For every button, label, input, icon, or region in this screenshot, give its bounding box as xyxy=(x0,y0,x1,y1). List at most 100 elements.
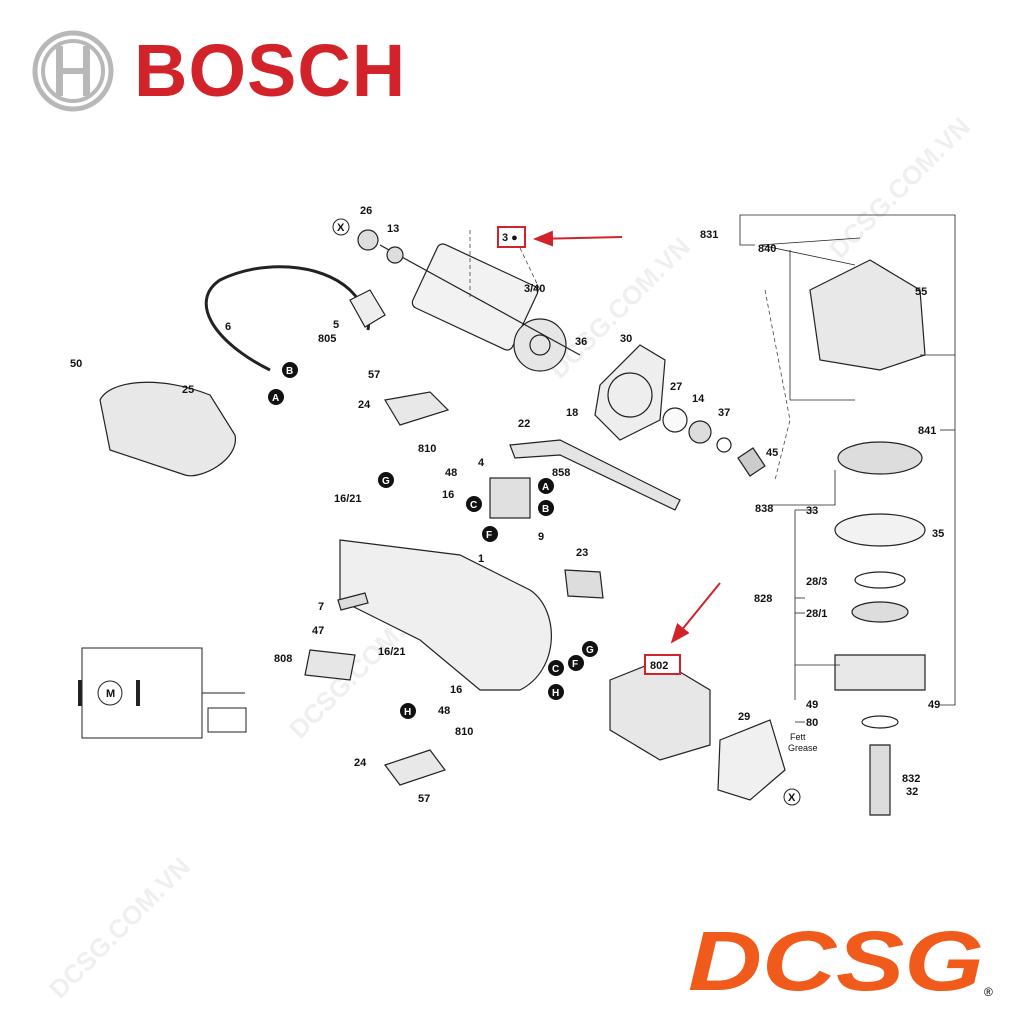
part-label: 35 xyxy=(932,528,944,540)
callout-802-label: 802 xyxy=(650,660,668,672)
dcsg-logo-mark: DCSG ® xyxy=(688,914,993,1008)
part-label: 828 xyxy=(754,593,772,605)
svg-text:A: A xyxy=(542,482,549,493)
part-label: 48 xyxy=(438,705,450,717)
switch-drawing xyxy=(489,477,531,519)
connector-f-coil: F xyxy=(568,655,584,671)
motor-housing-drawing xyxy=(339,539,552,691)
part-label: 48 xyxy=(445,467,457,479)
part-label: 47 xyxy=(312,625,324,637)
svg-text:F: F xyxy=(572,659,578,670)
part-label: 26 xyxy=(360,205,372,217)
svg-text:B: B xyxy=(542,504,549,515)
part-label: 33 xyxy=(806,505,818,517)
dcsg-letters-dc: DCSG xyxy=(688,922,984,1002)
connector-b-switch: B xyxy=(538,500,554,516)
motor-symbol: M xyxy=(106,688,115,700)
svg-text:X: X xyxy=(788,792,796,804)
part-label: 57 xyxy=(368,369,380,381)
bracket-7-drawing xyxy=(337,592,369,611)
washer-80-drawing xyxy=(861,715,899,729)
part-label: 805 xyxy=(318,333,336,345)
connector-c-switch: C xyxy=(466,496,482,512)
wiring-schematic: M xyxy=(78,647,247,739)
grease-note-line2: Grease xyxy=(788,743,818,753)
part-label: 831 xyxy=(700,229,718,241)
part-label: 50 xyxy=(70,358,82,370)
part-label: 16/21 xyxy=(378,646,406,658)
callout-3-label: 3 ● xyxy=(502,232,518,244)
svg-text:B: B xyxy=(286,366,293,377)
part-label: 841 xyxy=(918,425,936,437)
gear-head-drawing xyxy=(809,259,926,371)
connector-b-cord: B xyxy=(282,362,298,378)
bearing-281-drawing xyxy=(851,601,909,623)
part-label: 16/21 xyxy=(334,493,362,505)
highlight-callout-802: 802 xyxy=(644,582,721,675)
svg-text:C: C xyxy=(470,500,477,511)
part-label: 9 xyxy=(538,531,544,543)
part-label: 4 xyxy=(478,457,485,469)
part-label: 18 xyxy=(566,407,578,419)
svg-text:H: H xyxy=(552,688,559,699)
svg-text:C: C xyxy=(552,664,559,675)
connector-h-coil: H xyxy=(548,684,564,700)
part-label: 3/40 xyxy=(524,283,545,295)
part-label: 840 xyxy=(758,243,776,255)
part-label: 30 xyxy=(620,333,632,345)
part-label: 832 xyxy=(902,773,920,785)
part-label: 28/1 xyxy=(806,608,827,620)
part-label: 13 xyxy=(387,223,399,235)
ring-27-drawing xyxy=(662,407,688,433)
switch-rod-drawing xyxy=(509,439,681,511)
part-label: 810 xyxy=(418,443,436,455)
connector-a-cord: A xyxy=(268,389,284,405)
connector-f-switch: F xyxy=(482,526,498,542)
washer-37-drawing xyxy=(716,437,732,453)
part-label: 24 xyxy=(358,399,371,411)
part-label: 6 xyxy=(225,321,231,333)
connector-x-bottom: X xyxy=(783,788,801,806)
part-label: 37 xyxy=(718,407,730,419)
rear-cover-drawing xyxy=(99,381,236,477)
highlight-callout-3: 3 ● xyxy=(497,226,623,248)
connector-badges: X X A B A B C F G G C F H H xyxy=(268,218,801,806)
part-label: 14 xyxy=(692,393,705,405)
plate-808-drawing xyxy=(304,649,356,681)
baffle-29-drawing xyxy=(717,719,786,801)
part-label: 49 xyxy=(928,699,940,711)
part-label: 28/3 xyxy=(806,576,827,588)
connector-g-coil: G xyxy=(582,641,598,657)
bearing-plate-drawing xyxy=(594,344,666,441)
plug-drawing xyxy=(349,289,386,328)
watermark-text-4: DCSG.COM.VN xyxy=(43,851,196,1004)
part-label: 57 xyxy=(418,793,430,805)
switch-cap-bottom-drawing xyxy=(384,749,446,786)
connector-a-switch: A xyxy=(538,478,554,494)
bearing-14-drawing xyxy=(688,420,712,444)
part-label: 32 xyxy=(906,786,918,798)
part-label: 838 xyxy=(755,503,773,515)
part-label: 49 xyxy=(806,699,818,711)
connector-c-coil: C xyxy=(548,660,564,676)
part-label: 810 xyxy=(455,726,473,738)
bosch-armature-icon xyxy=(32,30,114,112)
part-label: 23 xyxy=(576,547,588,559)
power-cord-drawing xyxy=(204,265,370,372)
part-label: 7 xyxy=(318,601,324,613)
part-label: 16 xyxy=(450,684,462,696)
svg-text:F: F xyxy=(486,530,492,541)
part-labels: 26 13 3/40 831 840 55 6 5 805 36 30 50 2… xyxy=(70,205,944,805)
assembly-guides xyxy=(469,230,791,481)
svg-text:X: X xyxy=(337,222,345,234)
svg-text:G: G xyxy=(586,645,594,656)
svg-text:H: H xyxy=(404,707,411,718)
connector-g-brush: G xyxy=(378,472,394,488)
brand-name: BOSCH xyxy=(134,29,407,112)
part-label: 858 xyxy=(552,467,570,479)
part-label: 36 xyxy=(575,336,587,348)
part-label: 80 xyxy=(806,717,818,729)
watermark-text-1: DCSG.COM.VN xyxy=(543,231,696,384)
spindle-drawing xyxy=(869,744,891,816)
